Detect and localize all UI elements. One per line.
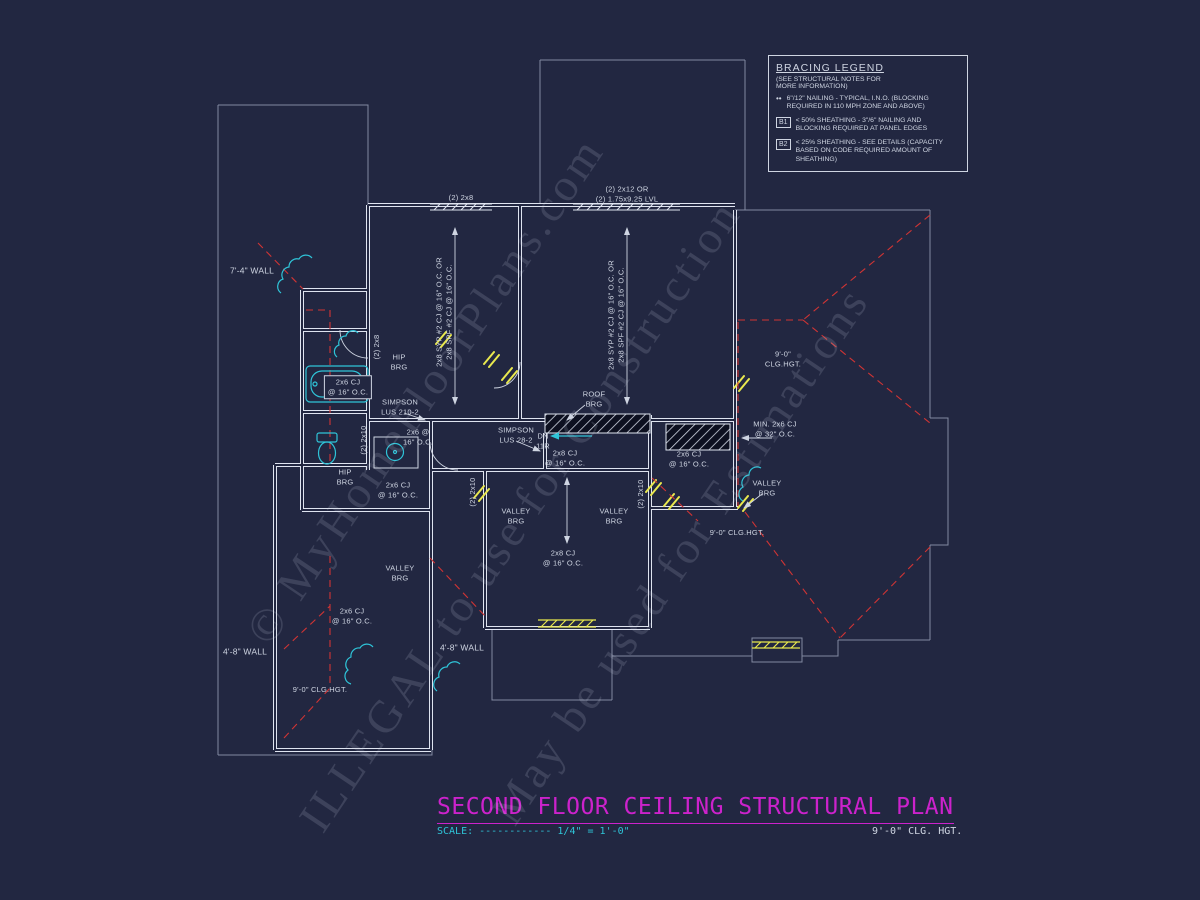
label-roof-brg: ROOF BRG xyxy=(582,389,606,408)
leader-simpson-28 xyxy=(515,440,541,452)
label-cj-2x6-bl: 2x6 CJ @ 16" O.C. xyxy=(331,606,373,625)
toilet-bowl-icon xyxy=(317,441,337,465)
label-cj-2x6-b: 2x6 CJ @ 16" O.C. xyxy=(377,480,419,499)
label-hip-brg-1: HIP BRG xyxy=(390,352,408,371)
label-beam-lvl: (2) 2x12 OR (2) 1.75x9.25 LVL xyxy=(595,184,659,203)
sink-icon xyxy=(385,442,405,462)
label-beam-2x10-b: (2) 2x10 xyxy=(468,477,478,507)
label-valley-brg-bl: VALLEY BRG xyxy=(385,563,415,582)
b2-text: < 25% SHEATHING - SEE DETAILS (CAPACITY … xyxy=(795,138,944,163)
label-beam-2x8-top: (2) 2x8 xyxy=(448,193,474,203)
leader-simpson-210 xyxy=(403,412,426,421)
label-clg-bottom-right: 9'-0" CLG.HGT. xyxy=(709,528,765,538)
wall-hatch xyxy=(665,423,731,451)
label-valley-brg-c1: VALLEY BRG xyxy=(501,506,531,525)
vanity-counter xyxy=(373,436,419,469)
label-wall-48-right: 4'-8" WALL xyxy=(439,642,485,653)
walls-inner xyxy=(274,204,738,751)
stair-hatch xyxy=(544,413,651,434)
label-clg-bottom-left: 9'-0" CLG.HGT. xyxy=(292,685,348,695)
legend-note-row: •• 6"/12" NAILING - TYPICAL, I.N.O. (BLO… xyxy=(776,95,960,112)
label-simpson-210: SIMPSON LUS 210-2 xyxy=(381,397,419,416)
sink-drain-icon xyxy=(392,449,398,455)
nailing-marks-icon: •• xyxy=(776,94,782,103)
label-valley-brg-c2: VALLEY BRG xyxy=(599,506,629,525)
tub-drain-icon xyxy=(312,381,318,387)
legend-note-text: 6"/12" NAILING - TYPICAL, I.N.O. (BLOCKI… xyxy=(786,95,929,111)
label-hip-brg-2: HIP BRG xyxy=(336,467,354,486)
b1-tag: B1 xyxy=(776,116,791,128)
label-beam-2x10-a: (2) 2x10 xyxy=(359,425,369,455)
bracing-legend: BRACING LEGEND (SEE STRUCTURAL NOTES FOR… xyxy=(768,55,968,173)
label-simpson-28: SIMPSON LUS 28-2 xyxy=(498,425,534,444)
label-beam-2x10-c: (2) 2x10 xyxy=(636,479,646,509)
label-wall-74: 7'-4" WALL xyxy=(229,265,275,276)
label-wall-48-left: 4'-8" WALL xyxy=(222,646,268,657)
legend-subtitle: (SEE STRUCTURAL NOTES FOR MORE INFORMATI… xyxy=(776,76,881,90)
b1-text: < 50% SHEATHING - 3"/6" NAILING AND BLOC… xyxy=(795,116,928,133)
hip-valley-dashed xyxy=(257,214,931,739)
sheet-scale: SCALE: ------------ 1/4" = 1'-0" xyxy=(437,826,630,837)
bracing-marks xyxy=(435,331,754,512)
toilet-tank-icon xyxy=(316,432,338,443)
legend-title: BRACING LEGEND xyxy=(776,62,884,74)
label-cj-2x6-inline: 2x6 @ 16" O.C. xyxy=(402,427,434,446)
sheet-title: SECOND FLOOR CEILING STRUCTURAL PLAN xyxy=(437,794,954,825)
b2-tag: B2 xyxy=(776,138,791,150)
label-cj-min: MIN. 2x6 CJ @ 32" O.C. xyxy=(753,419,797,438)
label-cj-2x8-center: 2x8 CJ @ 16" O.C. xyxy=(544,448,586,467)
label-clg-right-wing: 9'-0" CLG.HGT. xyxy=(764,349,802,368)
label-joists-right: 2x8 SYP #2 CJ @ 16" O.C. OR 2x8 SPF #2 C… xyxy=(606,260,625,370)
sheet-ceiling-height: 9'-0" CLG. HGT. xyxy=(872,826,963,837)
leader-roof-brg xyxy=(566,404,586,421)
label-cj-2x6-right: 2x6 CJ @ 16" O.C. xyxy=(668,449,710,468)
stair-arrowhead xyxy=(550,432,559,440)
revision-clouds xyxy=(277,254,762,692)
label-joists-left: 2x8 SYP #2 CJ @ 16" O.C. OR 2x8 SPF #2 C… xyxy=(434,257,453,367)
overhang-outline xyxy=(217,59,949,756)
legend-b1-row: B1 < 50% SHEATHING - 3"/6" NAILING AND B… xyxy=(776,116,960,134)
label-beam-2x8-vert: (2) 2x8 xyxy=(372,334,382,360)
leader-valley-right xyxy=(743,493,763,509)
door-arcs xyxy=(339,329,521,471)
label-valley-brg-right: VALLEY BRG xyxy=(752,478,782,497)
beam-ticks-white xyxy=(430,203,680,211)
label-cj-2x6-boxed: 2x6 CJ @ 16" O.C. xyxy=(323,375,373,399)
beam-ticks-yellow xyxy=(538,619,800,649)
label-cj-2x8-bottom: 2x8 CJ @ 16" O.C. xyxy=(542,548,584,567)
legend-b2-row: B2 < 25% SHEATHING - SEE DETAILS (CAPACI… xyxy=(776,138,960,164)
label-dn-11r: DN 11R xyxy=(536,431,550,450)
